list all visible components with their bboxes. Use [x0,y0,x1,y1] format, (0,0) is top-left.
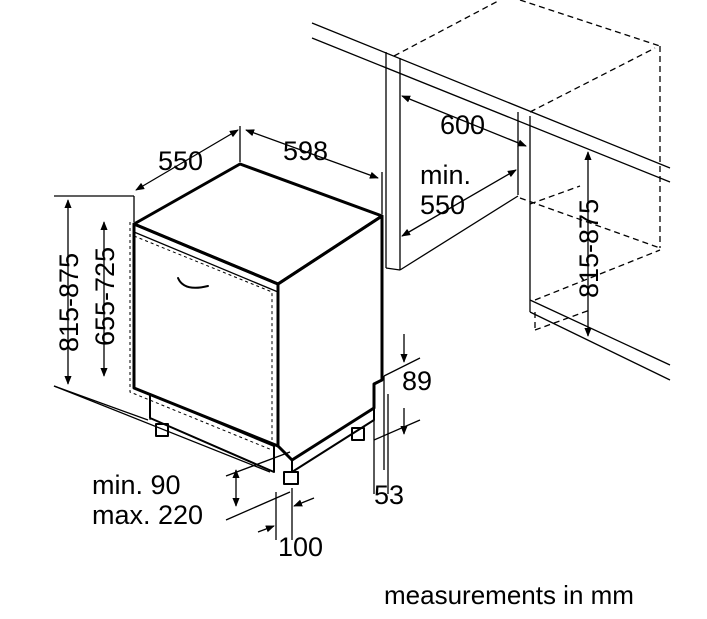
dimension-lines [53,95,592,540]
label-plinth-depth: 53 [374,480,404,510]
door-handle [177,277,209,289]
label-plinth-height-max: max. 220 [92,500,203,530]
label-niche-height: 815-875 [574,199,604,298]
dishwasher-body [129,162,384,485]
label-niche-depth-line2: 550 [420,190,465,220]
label-plinth-height-min: min. 90 [92,470,181,500]
label-niche-depth-line1: min. [420,160,471,190]
niche-cabinet [311,0,671,381]
label-plinth-setback: 100 [278,532,323,562]
label-door-height: 655-725 [90,247,120,346]
label-width: 598 [283,136,328,166]
label-depth: 550 [158,146,203,176]
caption-units: measurements in mm [384,580,634,610]
label-total-height: 815-875 [54,253,84,352]
label-niche-width: 600 [440,110,485,140]
label-plinth-offset: 89 [402,366,432,396]
